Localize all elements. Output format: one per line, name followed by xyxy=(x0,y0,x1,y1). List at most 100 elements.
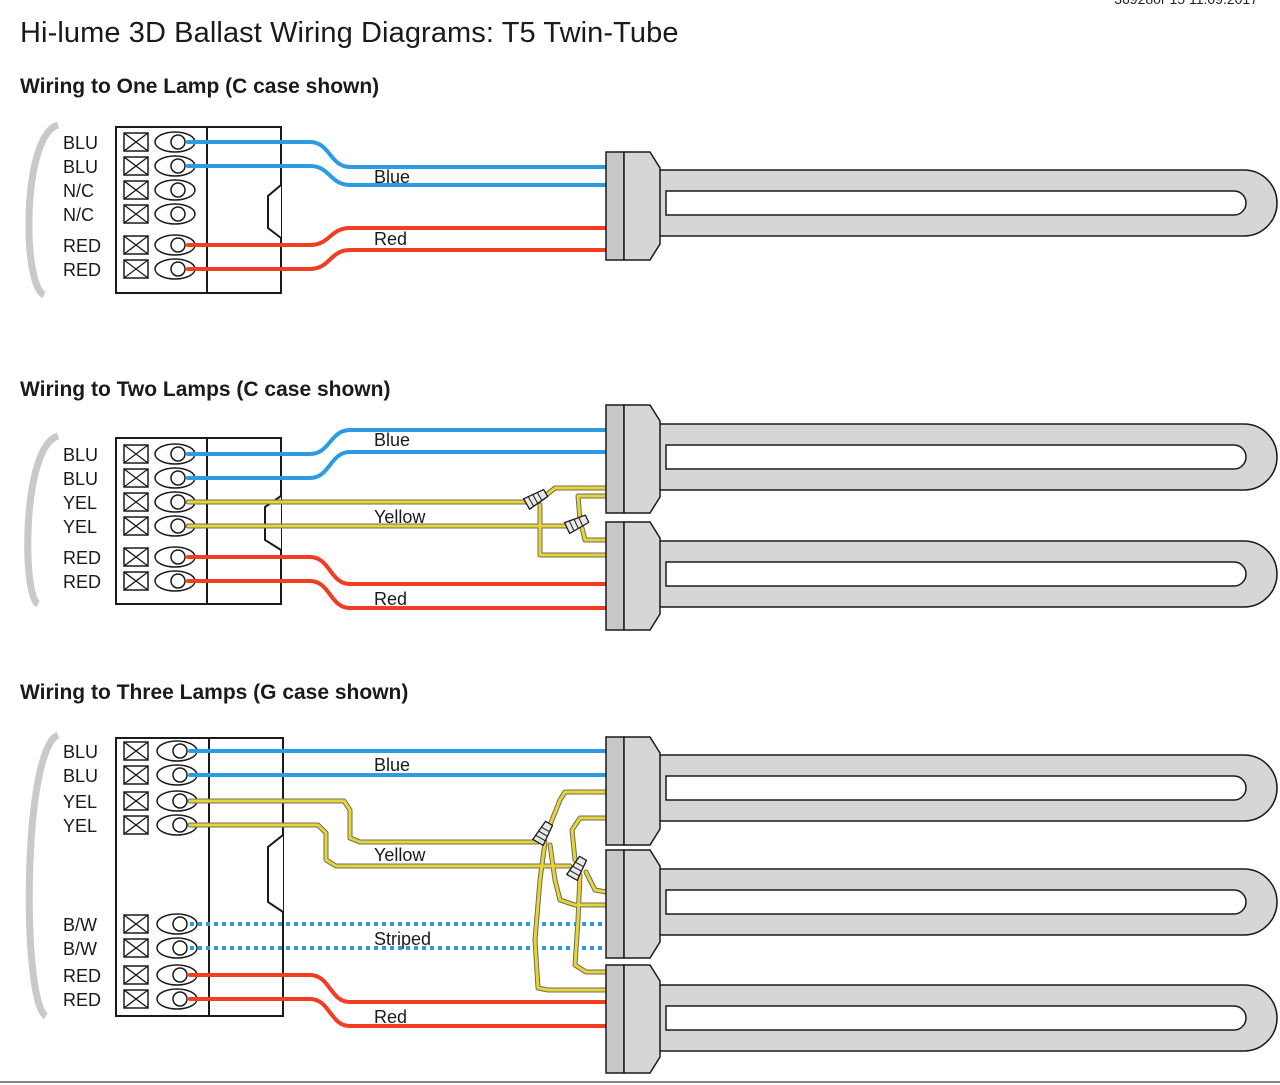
wire-nut xyxy=(531,820,554,847)
red-wire xyxy=(188,973,608,1004)
terminal-label: RED xyxy=(63,236,101,256)
lamp-base xyxy=(623,849,661,959)
ballast-cable-guide xyxy=(25,121,60,299)
wire-label-blue: Blue xyxy=(374,755,410,775)
terminal-label: N/C xyxy=(63,205,94,225)
ballast-three-lamps: BLU BLU YEL YEL B/W B/W RED RED xyxy=(25,731,284,1020)
terminal-3 xyxy=(123,790,198,812)
blue-wire xyxy=(186,140,608,169)
blue-wire xyxy=(186,428,608,456)
terminal-3 xyxy=(123,491,196,513)
blue-wire xyxy=(186,450,608,480)
terminal-label: RED xyxy=(63,572,101,592)
terminal-6 xyxy=(123,937,198,959)
wire-label-blue: Blue xyxy=(374,430,410,450)
terminal-5 xyxy=(123,913,198,935)
terminal-1 xyxy=(123,740,198,762)
terminal-label: BLU xyxy=(63,445,98,465)
red-wire xyxy=(186,226,608,247)
lamp-socket xyxy=(605,151,625,261)
terminal-block xyxy=(123,740,198,1010)
lamp-1 xyxy=(605,151,1278,261)
section-title-two-lamps: Wiring to Two Lamps (C case shown) xyxy=(20,378,391,401)
terminal-label: BLU xyxy=(63,469,98,489)
lamp-3 xyxy=(605,964,1278,1074)
ballast-two-lamps: BLU BLU YEL YEL RED RED xyxy=(24,432,282,608)
wire-label-red: Red xyxy=(374,1007,407,1027)
red-wire xyxy=(186,248,608,271)
lamp-2 xyxy=(605,849,1278,959)
ballast-cable-guide xyxy=(25,731,61,1020)
terminal-label: YEL xyxy=(63,792,97,812)
ballast-one-lamp: BLU BLU N/C N/C RED RED xyxy=(25,121,282,299)
terminal-4 xyxy=(123,515,196,537)
terminal-label: RED xyxy=(63,990,101,1010)
page-title: Hi-lume 3D Ballast Wiring Diagrams: T5 T… xyxy=(20,17,679,49)
wire-nut xyxy=(563,514,590,535)
terminal-2 xyxy=(123,467,196,489)
section-title-three-lamps: Wiring to Three Lamps (G case shown) xyxy=(20,681,409,704)
terminal-label: B/W xyxy=(63,915,97,935)
terminal-label: YEL xyxy=(63,816,97,836)
terminal-label: YEL xyxy=(63,493,97,513)
terminal-label: RED xyxy=(63,966,101,986)
lamp-base xyxy=(623,151,661,261)
lamp-base xyxy=(623,736,661,846)
terminal-label: BLU xyxy=(63,766,98,786)
lamp-base xyxy=(623,404,661,514)
wire-label-blue: Blue xyxy=(374,167,410,187)
wire-label-red: Red xyxy=(374,229,407,249)
terminal-3 xyxy=(123,179,196,201)
ballast-notch xyxy=(267,184,282,239)
terminal-block xyxy=(123,443,196,592)
terminal-6 xyxy=(123,570,196,592)
wires-one-lamp xyxy=(186,140,608,271)
terminal-1 xyxy=(123,443,196,465)
terminal-block xyxy=(123,131,196,280)
bottom-rule xyxy=(0,1081,1280,1083)
terminal-5 xyxy=(123,234,196,256)
terminal-6 xyxy=(123,258,196,280)
red-wire xyxy=(186,579,608,610)
terminal-label: B/W xyxy=(63,939,97,959)
terminal-4 xyxy=(123,814,198,836)
ballast-cable-guide xyxy=(24,432,60,608)
section-title-one-lamp: Wiring to One Lamp (C case shown) xyxy=(20,75,380,98)
document-id: 369280r 15 11.09.2017 xyxy=(1114,0,1258,7)
red-wire xyxy=(186,555,608,586)
diagram-one-lamp: BLU BLU N/C N/C RED RED Blue Red xyxy=(25,121,1278,299)
lamp-socket xyxy=(605,736,625,846)
terminal-label: YEL xyxy=(63,517,97,537)
lamp-1 xyxy=(605,736,1278,846)
yellow-wires-three-lamps xyxy=(187,789,609,993)
lamp-socket xyxy=(605,964,625,1074)
ballast-notch xyxy=(267,834,284,913)
wire-label-yellow: Yellow xyxy=(374,845,426,865)
terminal-4 xyxy=(123,203,196,225)
red-wire xyxy=(188,997,608,1028)
lamp-1 xyxy=(605,404,1278,514)
blue-wire xyxy=(186,164,608,187)
diagram-two-lamps: BLU BLU YEL YEL RED RED xyxy=(24,404,1278,631)
terminal-2 xyxy=(123,155,196,177)
terminal-label: BLU xyxy=(63,742,98,762)
wire-label-yellow: Yellow xyxy=(374,507,426,527)
terminal-5 xyxy=(123,546,196,568)
lamp-base xyxy=(623,964,661,1074)
terminal-7 xyxy=(123,964,198,986)
wire-label-red: Red xyxy=(374,589,407,609)
terminal-label: N/C xyxy=(63,181,94,201)
lamp-2 xyxy=(605,521,1278,631)
terminal-label: RED xyxy=(63,548,101,568)
wire-label-striped: Striped xyxy=(374,929,431,949)
lamp-socket xyxy=(605,404,625,514)
terminal-label: RED xyxy=(63,260,101,280)
wire-nut xyxy=(522,488,549,511)
lamp-base xyxy=(623,521,661,631)
terminal-2 xyxy=(123,764,198,786)
lamp-socket xyxy=(605,521,625,631)
terminal-label: BLU xyxy=(63,157,98,177)
wire-nut xyxy=(565,855,588,882)
terminal-1 xyxy=(123,131,196,153)
